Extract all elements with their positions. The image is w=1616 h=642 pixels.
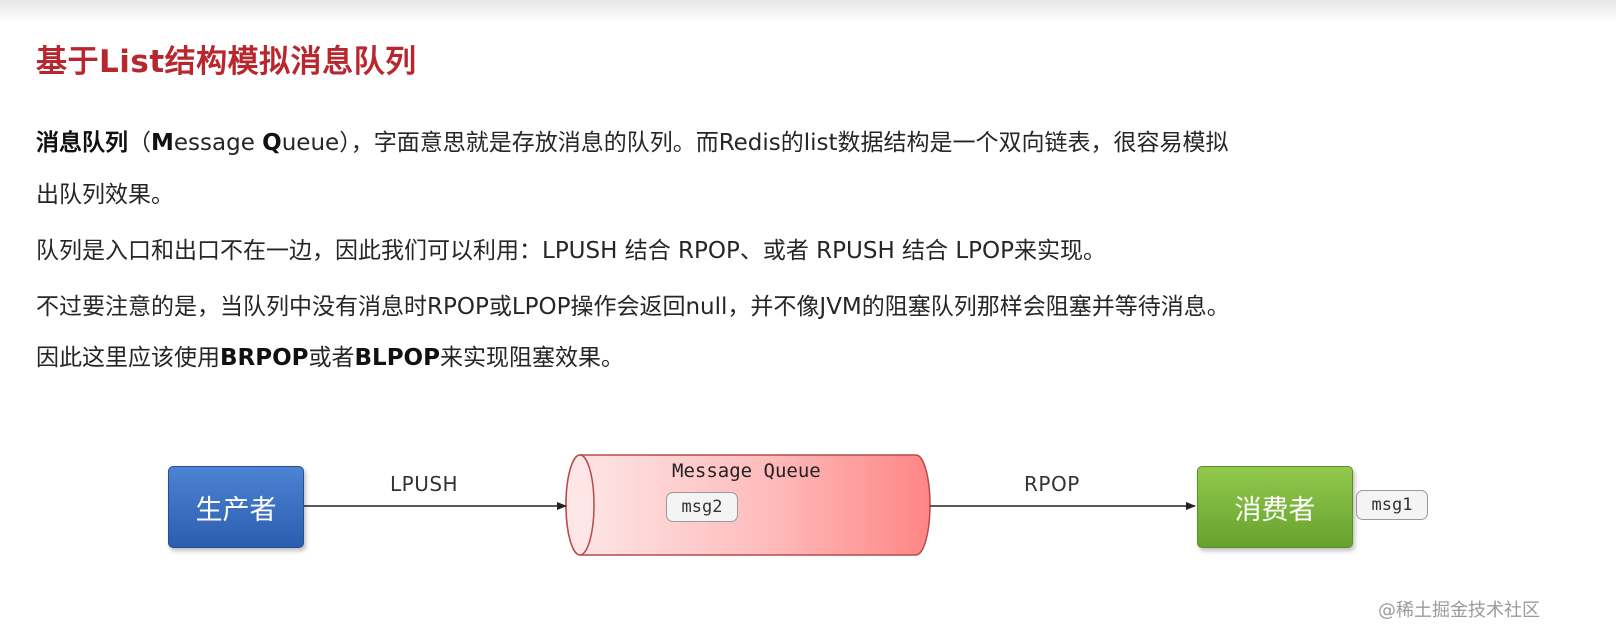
queue-label: Message Queue: [672, 460, 821, 482]
slide-title: 基于List结构模拟消息队列: [36, 44, 417, 80]
paragraph-1-line-2: 出队列效果。: [36, 182, 174, 208]
term-brpop: BRPOP: [220, 345, 309, 371]
paragraph-1: 消息队列（Message Queue），字面意思就是存放消息的队列。而Redis…: [36, 130, 1229, 156]
rpop-label: RPOP: [1024, 472, 1080, 496]
paragraph-3: 不过要注意的是，当队列中没有消息时RPOP或LPOP操作会返回null，并不像J…: [36, 294, 1230, 320]
term-blpop: BLPOP: [354, 345, 440, 371]
queue-message-msg2: msg2: [666, 492, 738, 522]
consumed-message-msg1: msg1: [1356, 490, 1428, 520]
paragraph-3-line-2: 因此这里应该使用BRPOP或者BLPOP来实现阻塞效果。: [36, 345, 624, 371]
watermark: @稀土掘金技术社区: [1378, 600, 1540, 621]
producer-box: 生产者: [168, 466, 304, 548]
paragraph-2: 队列是入口和出口不在一边，因此我们可以利用：LPUSH 结合 RPOP、或者 R…: [36, 238, 1107, 264]
queue-cylinder: [565, 454, 931, 556]
top-shade: [0, 0, 1616, 22]
lpush-label: LPUSH: [390, 472, 459, 496]
term-message-queue: 消息队列: [36, 130, 128, 156]
consumer-box: 消费者: [1197, 466, 1353, 548]
